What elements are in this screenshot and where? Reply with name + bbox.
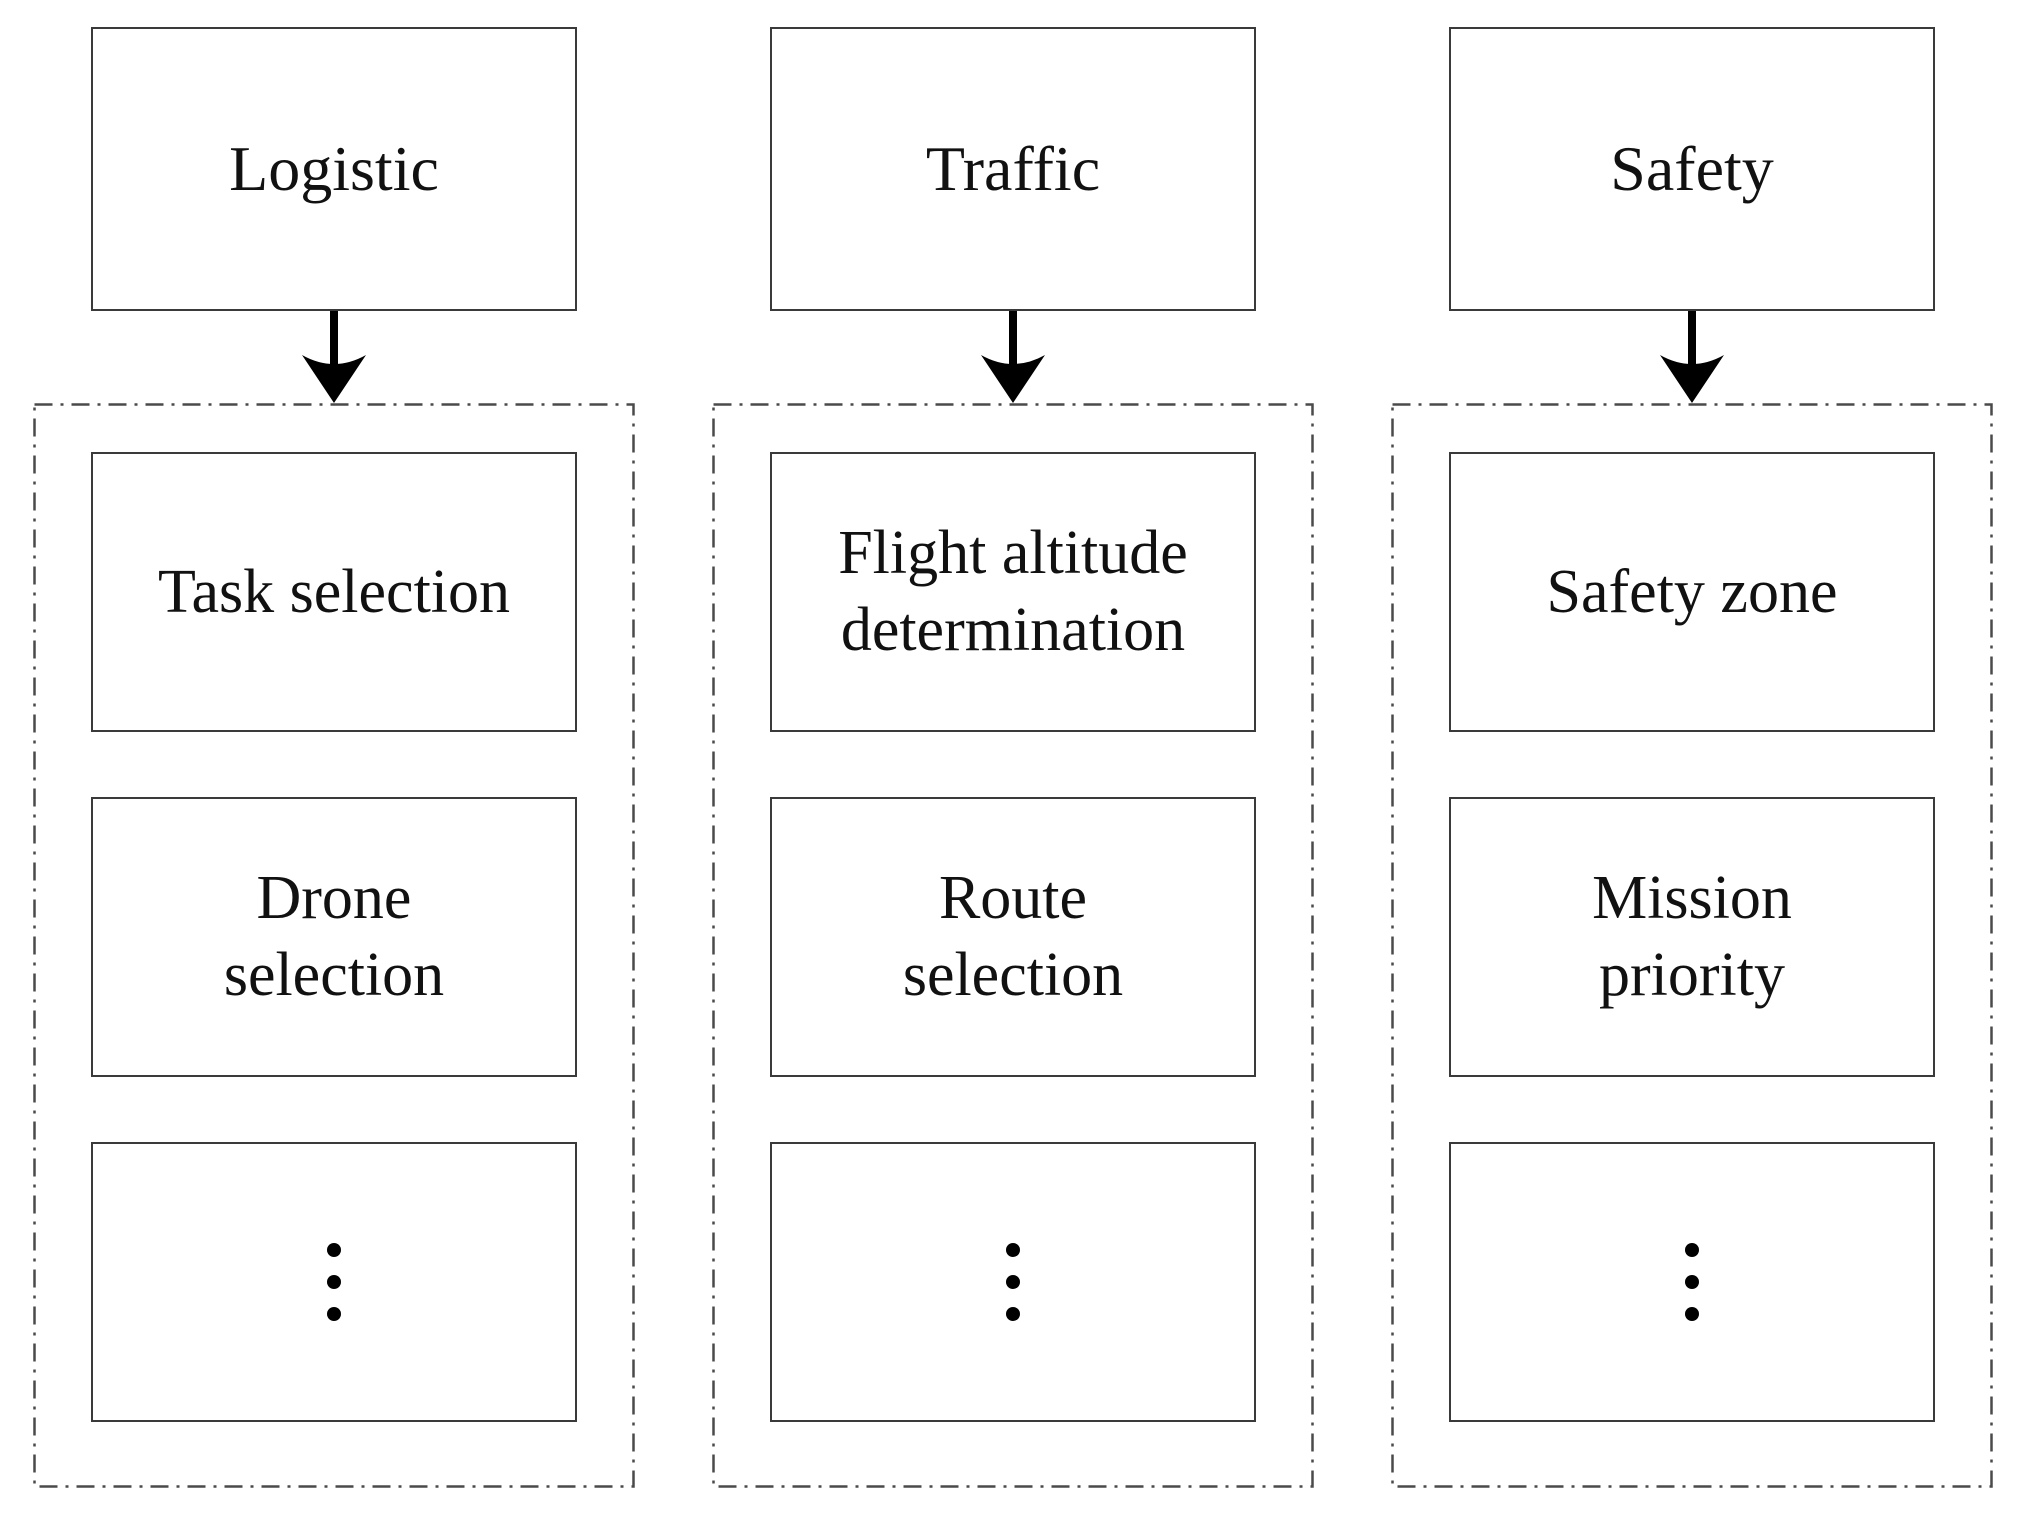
ellipsis-dot <box>1006 1307 1020 1321</box>
subtasks-container-safety: Safety zone Mission priority <box>1391 403 1993 1488</box>
ellipsis-dot <box>1006 1275 1020 1289</box>
category-label-safety: Safety <box>1610 133 1774 205</box>
dash-dot-border <box>712 403 1314 1488</box>
down-arrow <box>33 311 635 403</box>
item-box-task-selection: Task selection <box>91 452 577 732</box>
category-label-logistic: Logistic <box>229 133 439 205</box>
item-box-flight-altitude-determination: Flight altitude determination <box>770 452 1256 732</box>
ellipsis-dot <box>327 1275 341 1289</box>
ellipsis-dot <box>327 1307 341 1321</box>
subtasks-container-traffic: Flight altitude determination Route sele… <box>712 403 1314 1488</box>
down-arrow-icon <box>1660 311 1724 403</box>
dash-dot-border <box>1391 403 1993 1488</box>
category-label-traffic: Traffic <box>925 133 1101 205</box>
ellipsis-dot <box>1685 1275 1699 1289</box>
column-logistic: Logistic Task selection Drone selection <box>33 27 635 1488</box>
down-arrow-icon <box>302 311 366 403</box>
vertical-ellipsis-icon <box>327 1243 341 1321</box>
vertical-ellipsis-icon <box>1006 1243 1020 1321</box>
ellipsis-dot <box>327 1243 341 1257</box>
category-box-traffic: Traffic <box>770 27 1256 311</box>
ellipsis-dot <box>1006 1243 1020 1257</box>
item-label-task-selection: Task selection <box>157 557 511 626</box>
category-box-safety: Safety <box>1449 27 1935 311</box>
item-label-mission-priority: Mission priority <box>1592 864 1792 1009</box>
item-box-route-selection: Route selection <box>770 797 1256 1077</box>
ellipsis-box-logistic <box>91 1142 577 1422</box>
down-arrow <box>712 311 1314 403</box>
column-traffic: Traffic Flight altitude determination Ro… <box>712 27 1314 1488</box>
item-box-mission-priority: Mission priority <box>1449 797 1935 1077</box>
category-box-logistic: Logistic <box>91 27 577 311</box>
subtasks-container-logistic: Task selection Drone selection <box>33 403 635 1488</box>
item-label-flight-altitude-determination: Flight altitude determination <box>838 519 1188 664</box>
dash-dot-border <box>33 403 635 1488</box>
item-box-safety-zone: Safety zone <box>1449 452 1935 732</box>
ellipsis-box-traffic <box>770 1142 1256 1422</box>
item-box-drone-selection: Drone selection <box>91 797 577 1077</box>
ellipsis-box-safety <box>1449 1142 1935 1422</box>
ellipsis-dot <box>1685 1307 1699 1321</box>
item-label-drone-selection: Drone selection <box>223 864 445 1009</box>
down-arrow <box>1391 311 1993 403</box>
ellipsis-dot <box>1685 1243 1699 1257</box>
column-safety: Safety Safety zone Mission priority <box>1391 27 1993 1488</box>
vertical-ellipsis-icon <box>1685 1243 1699 1321</box>
down-arrow-icon <box>981 311 1045 403</box>
item-label-route-selection: Route selection <box>902 864 1124 1009</box>
item-label-safety-zone: Safety zone <box>1546 557 1838 626</box>
